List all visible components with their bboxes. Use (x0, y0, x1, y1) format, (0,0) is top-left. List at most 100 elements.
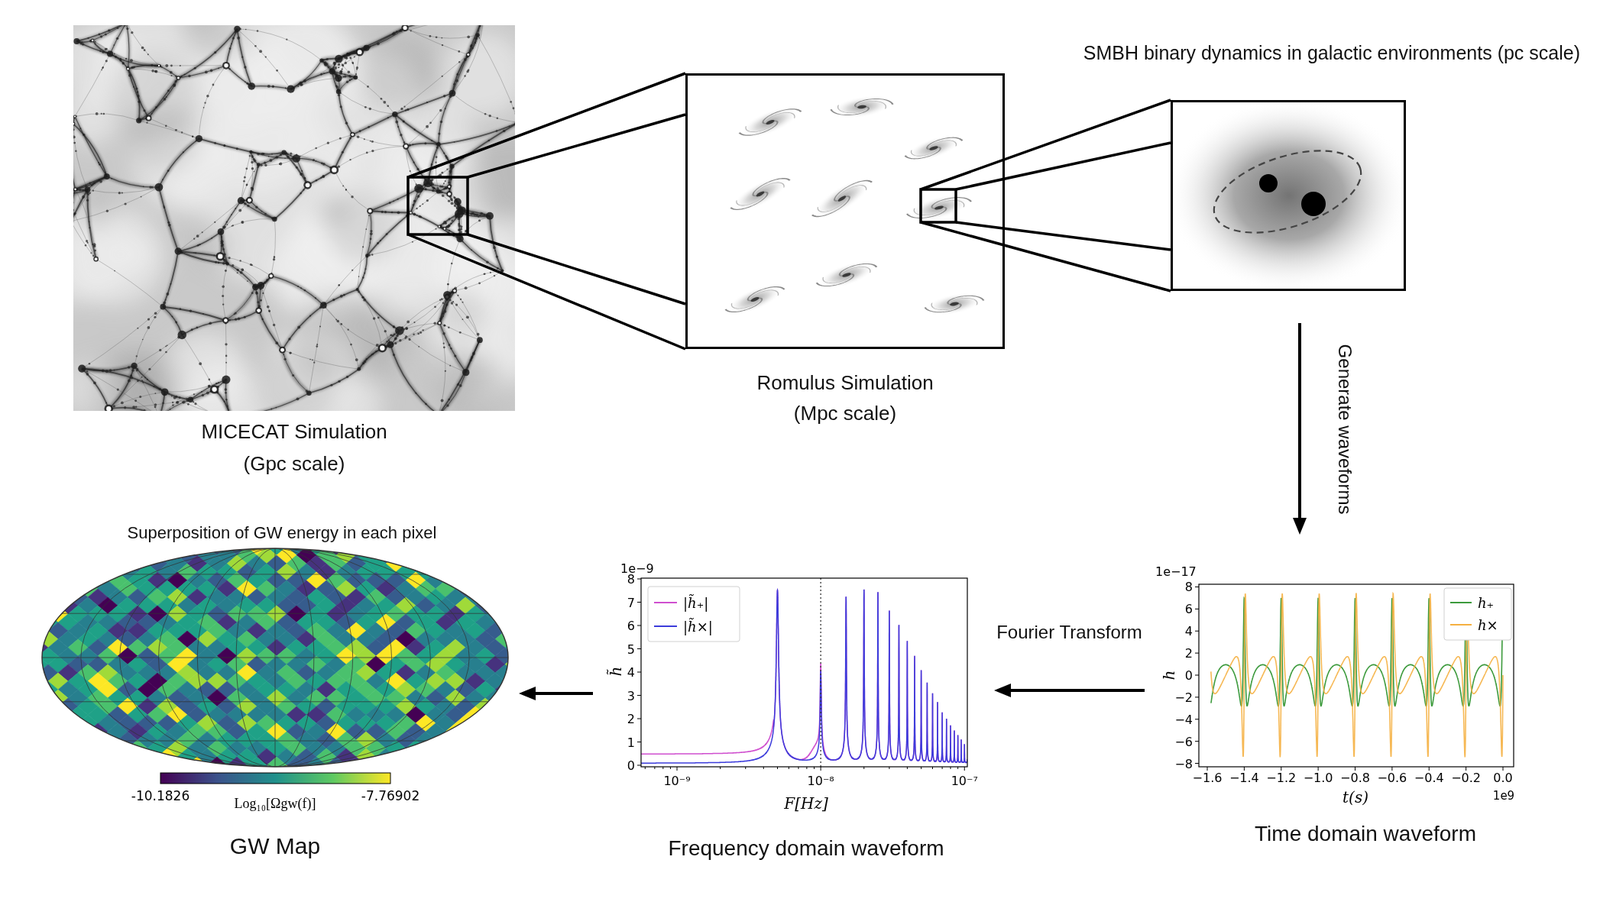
galaxy-dot (430, 139, 433, 142)
galaxy-arm (822, 268, 851, 287)
galaxy-dot (187, 403, 190, 406)
galaxy-dot (170, 283, 172, 286)
galaxy-dot (255, 291, 258, 295)
galaxy-arm (929, 137, 958, 155)
faint-filament (366, 226, 440, 256)
galaxy-dot (98, 33, 101, 36)
galaxy-dot (246, 280, 249, 282)
galaxy-dot (88, 181, 91, 185)
filament-glow-line (220, 200, 241, 233)
galaxy-dot (447, 326, 450, 328)
filament (323, 289, 357, 306)
galaxy-halo (808, 171, 875, 226)
faint-filament (190, 399, 230, 412)
galaxy-core (765, 119, 776, 127)
galaxy-dot (392, 31, 396, 35)
galaxy-dot (319, 326, 321, 328)
galaxy-dot (363, 272, 366, 274)
galaxy-dot (142, 339, 144, 341)
halo (103, 173, 111, 180)
galaxy-dot (87, 242, 89, 244)
galaxy-dot (394, 336, 398, 341)
faint-filament (75, 189, 97, 260)
galaxy-dot (217, 67, 220, 69)
galaxy-dot (74, 212, 77, 215)
galaxy-dot (243, 316, 247, 319)
galaxy-dot (443, 227, 446, 230)
galaxy-dot (170, 74, 172, 77)
filament-glow-line (366, 213, 411, 256)
galaxy-dot (187, 74, 192, 78)
filament (158, 65, 179, 78)
galaxy-dot (236, 268, 240, 272)
galaxy-dot (456, 383, 460, 386)
halo (320, 301, 328, 309)
galaxy-dot (386, 104, 389, 107)
galaxy-dot (327, 142, 330, 145)
halo (73, 121, 75, 126)
galaxy-dot (105, 369, 109, 373)
galaxy-dot (171, 315, 174, 318)
halo (423, 178, 433, 188)
galaxy-dot (406, 320, 410, 324)
galaxy-dot (141, 376, 143, 379)
galaxy-dot (73, 201, 75, 205)
galaxy-dot (200, 391, 203, 393)
filament (220, 200, 241, 233)
galaxy-dot (434, 161, 437, 164)
galaxy-dot (297, 83, 301, 86)
galaxy-dot (285, 38, 288, 41)
faint-filament (271, 219, 276, 277)
galaxy-dot (430, 163, 433, 166)
galaxy-dot (309, 359, 311, 361)
filament (92, 25, 127, 41)
galaxy-dot (337, 66, 340, 69)
black-hole (1259, 174, 1278, 193)
halo (356, 288, 360, 292)
galaxy-dot (388, 340, 390, 342)
galaxy-dot (106, 210, 109, 213)
galaxy-dot (194, 252, 197, 254)
galaxy-arm (836, 181, 868, 206)
galaxy-dot (356, 66, 359, 69)
galaxy-dot (178, 396, 182, 399)
galaxy-dot (449, 170, 452, 173)
bright-halo (409, 211, 412, 214)
halo (355, 48, 364, 57)
galaxy-dot (81, 189, 84, 192)
galaxy-dot (197, 244, 199, 247)
galaxy-dot (417, 333, 420, 336)
galaxy-dot (446, 404, 449, 407)
galaxy-dot (343, 55, 347, 58)
galaxy-dot (441, 44, 444, 46)
galaxy-dot (297, 285, 299, 288)
galaxy-dot (443, 94, 446, 98)
galaxy-dot (154, 392, 156, 395)
galaxy-dot (371, 149, 374, 153)
galaxy-dot (94, 43, 97, 46)
galaxy-dot (397, 198, 399, 201)
galaxy-dot (464, 286, 468, 290)
galaxy-dot (297, 85, 299, 88)
filament-glow-line (323, 289, 357, 306)
galaxy-dot (479, 25, 482, 27)
halo (346, 52, 351, 57)
galaxy-dot (457, 382, 460, 385)
galaxy-dot (466, 315, 470, 319)
galaxy-dot (223, 401, 226, 403)
filament (110, 25, 127, 55)
halo (237, 197, 245, 205)
galaxy-dot (262, 318, 264, 321)
galaxy-dot (119, 58, 122, 61)
galaxy-dot (253, 159, 257, 163)
galaxy-dot (327, 66, 330, 69)
filament (274, 184, 308, 220)
galaxy-dot (443, 324, 447, 328)
bright-halo (351, 132, 355, 137)
faint-filament (96, 259, 164, 308)
faint-filament (399, 330, 467, 373)
galaxy-dot (364, 106, 367, 109)
tick-mark (1243, 767, 1245, 771)
halo (475, 32, 480, 38)
galaxy-dot (457, 223, 460, 225)
